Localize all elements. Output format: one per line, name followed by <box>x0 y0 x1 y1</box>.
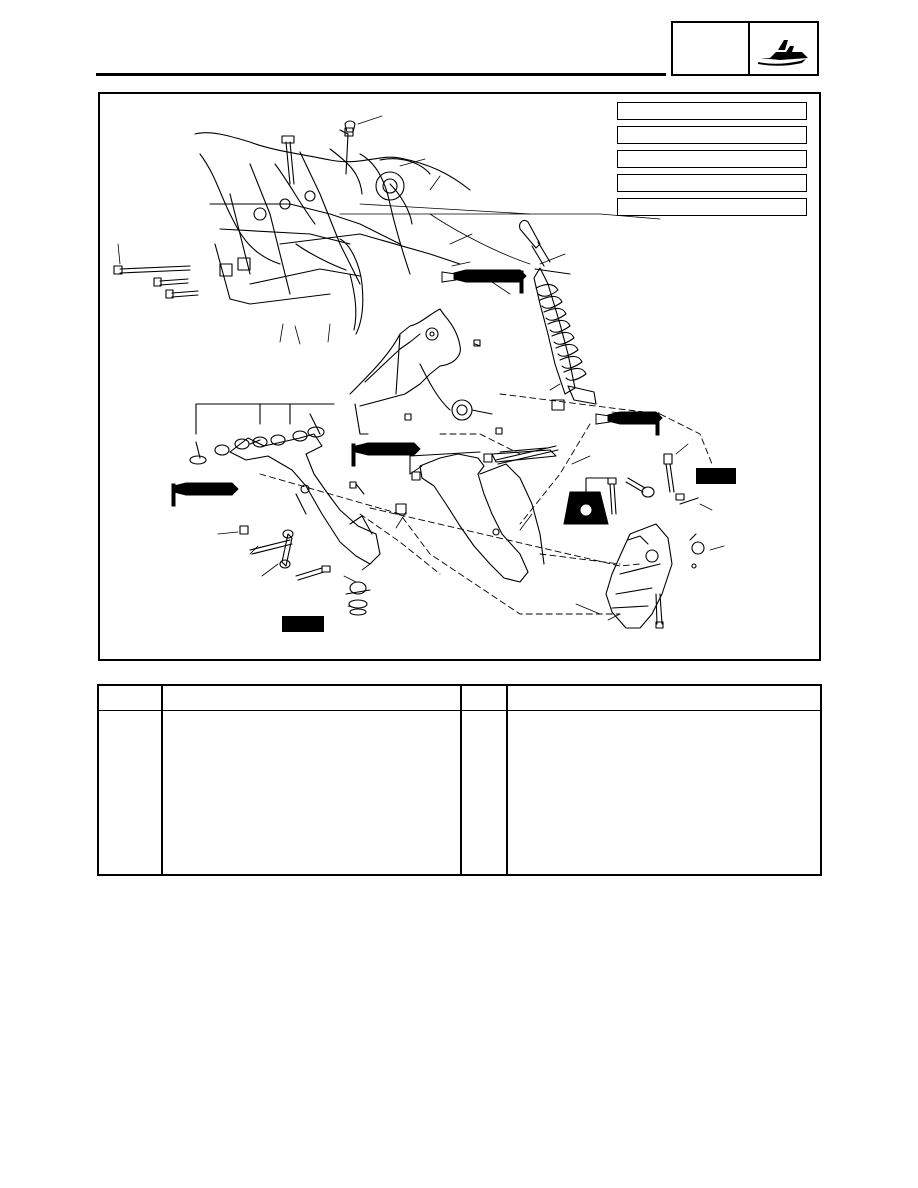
chassis-frame-drawing <box>194 120 471 335</box>
exploded-view-drawing <box>113 115 736 632</box>
loctite-tool-symbol <box>563 477 610 525</box>
parts-table <box>97 684 822 876</box>
table-header-row <box>99 686 820 711</box>
snowmobile-icon <box>750 23 817 74</box>
spec-box <box>617 102 807 120</box>
section-code <box>673 23 750 74</box>
stabilizer-link-drawing <box>239 481 407 616</box>
leader-lines-upper <box>117 115 661 345</box>
new-part-badges <box>282 468 736 632</box>
table-column-divider <box>161 686 163 874</box>
badge-new-left <box>282 616 324 632</box>
header-rule <box>96 73 666 76</box>
grease-symbol-center <box>351 442 421 467</box>
lower-a-arm-drawing <box>409 447 557 583</box>
spec-box-list <box>617 102 807 222</box>
section-header-box <box>671 21 819 76</box>
long-rod-drawing <box>495 445 559 465</box>
tie-rod-end-drawing <box>607 453 705 569</box>
bolts-left-drawing <box>113 127 354 299</box>
alignment-lines-drawing <box>259 393 713 615</box>
spec-box <box>617 174 807 192</box>
spec-box <box>617 198 807 216</box>
spec-box <box>617 150 807 168</box>
shock-absorber-drawing <box>519 219 597 411</box>
table-column-divider <box>506 686 508 874</box>
badge-new-right <box>696 468 736 484</box>
grease-symbol-upper-right <box>441 269 527 294</box>
spec-box <box>617 126 807 144</box>
grease-symbols <box>171 269 663 525</box>
table-column-divider <box>460 686 462 874</box>
steering-knuckle-drawing <box>605 523 673 629</box>
exploded-view-figure <box>98 92 821 661</box>
mount-bracket-drawing <box>349 308 503 435</box>
grease-symbol-shock-bottom <box>595 411 663 436</box>
upper-a-arm-drawing <box>189 403 381 565</box>
grease-symbol-left <box>171 482 239 507</box>
